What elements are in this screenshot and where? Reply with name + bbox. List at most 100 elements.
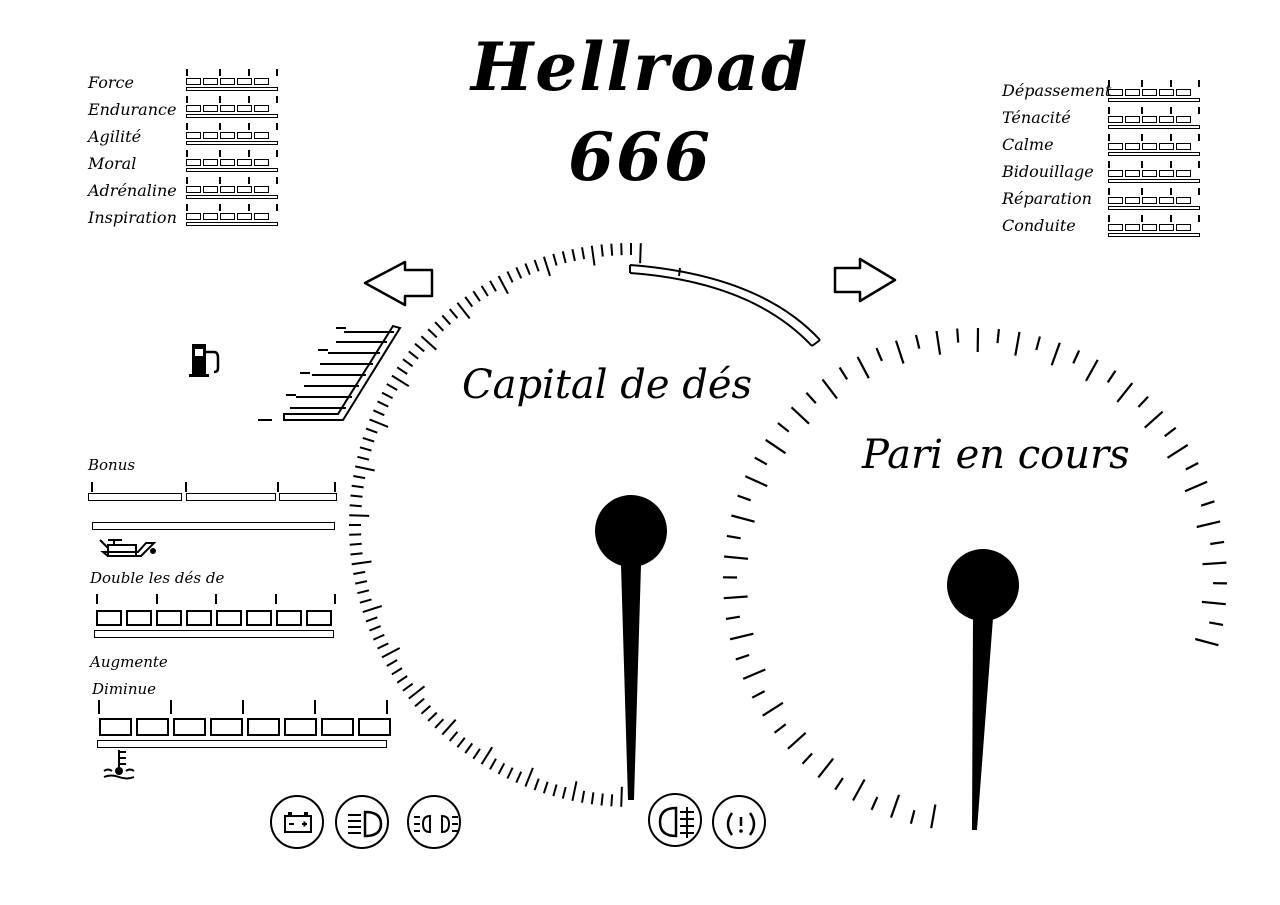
augmente-diminue-slot[interactable]	[210, 718, 243, 736]
stat-cell[interactable]	[220, 186, 235, 193]
stat-tick	[1170, 80, 1172, 87]
bonus-slot-2[interactable]	[186, 493, 276, 501]
stat-cell[interactable]	[1142, 143, 1157, 150]
stat-cell[interactable]	[1108, 170, 1123, 177]
stat-cell[interactable]	[1176, 143, 1191, 150]
stat-cell[interactable]	[1159, 116, 1174, 123]
stat-cell[interactable]	[254, 132, 269, 139]
stat-cell[interactable]	[237, 186, 252, 193]
left-stat-track-1[interactable]	[186, 96, 278, 118]
right-stat-track-1[interactable]	[1108, 107, 1200, 129]
stat-cell[interactable]	[1176, 170, 1191, 177]
stat-cell[interactable]	[220, 132, 235, 139]
stat-cell[interactable]	[220, 213, 235, 220]
stat-cell[interactable]	[1125, 116, 1140, 123]
stat-cell[interactable]	[254, 186, 269, 193]
augmente-diminue-slot[interactable]	[173, 718, 206, 736]
battery-indicator[interactable]	[270, 795, 324, 849]
double-dice-slot[interactable]	[156, 610, 182, 626]
left-stat-track-5[interactable]	[186, 204, 278, 226]
gauge-tick	[889, 794, 901, 818]
double-dice-slot[interactable]	[186, 610, 212, 626]
rear-fog-indicator[interactable]	[648, 793, 702, 847]
stat-cell[interactable]	[1142, 197, 1157, 204]
augmente-diminue-slot[interactable]	[99, 718, 132, 736]
double-dice-slot[interactable]	[96, 610, 122, 626]
stat-cell[interactable]	[203, 105, 218, 112]
stat-cell[interactable]	[237, 213, 252, 220]
stat-cell[interactable]	[1142, 89, 1157, 96]
stat-cell[interactable]	[254, 78, 269, 85]
augmente-diminue-slot[interactable]	[136, 718, 169, 736]
stat-cell[interactable]	[1176, 89, 1191, 96]
right-stat-track-0[interactable]	[1108, 80, 1200, 102]
augmente-diminue-slot[interactable]	[247, 718, 280, 736]
stat-cell[interactable]	[237, 159, 252, 166]
stat-cell[interactable]	[1125, 143, 1140, 150]
stat-cell[interactable]	[1159, 143, 1174, 150]
stat-cell[interactable]	[203, 78, 218, 85]
gauge-tick	[639, 243, 642, 264]
gauge-tick	[456, 737, 466, 748]
stat-cell[interactable]	[186, 78, 201, 85]
stat-cell[interactable]	[186, 105, 201, 112]
brake-indicator[interactable]	[712, 795, 766, 849]
stat-cell[interactable]	[1125, 197, 1140, 204]
stat-cell[interactable]	[1159, 197, 1174, 204]
stat-cell[interactable]	[1108, 143, 1123, 150]
stat-cell[interactable]	[1142, 170, 1157, 177]
stat-cell[interactable]	[1108, 116, 1123, 123]
augmente-diminue-slot[interactable]	[284, 718, 317, 736]
stat-cell[interactable]	[1108, 89, 1123, 96]
right-stat-track-4[interactable]	[1108, 188, 1200, 210]
stat-cell[interactable]	[1108, 224, 1123, 231]
stat-cell[interactable]	[1176, 224, 1191, 231]
stat-cell[interactable]	[186, 159, 201, 166]
stat-cell[interactable]	[220, 159, 235, 166]
left-stat-track-4[interactable]	[186, 177, 278, 199]
sidelights-indicator[interactable]	[407, 795, 461, 849]
stat-cell[interactable]	[1125, 170, 1140, 177]
stat-cell[interactable]	[203, 132, 218, 139]
bonus-slot-1[interactable]	[88, 493, 182, 501]
bonus-slot-3[interactable]	[279, 493, 337, 501]
double-dice-slot[interactable]	[276, 610, 302, 626]
stat-cell[interactable]	[186, 132, 201, 139]
left-stat-track-3[interactable]	[186, 150, 278, 172]
stat-cell[interactable]	[237, 105, 252, 112]
stat-cell[interactable]	[220, 105, 235, 112]
right-stat-track-5[interactable]	[1108, 215, 1200, 237]
stat-cell[interactable]	[203, 213, 218, 220]
right-stat-track-3[interactable]	[1108, 161, 1200, 183]
stat-cell[interactable]	[203, 159, 218, 166]
stat-cell[interactable]	[1108, 197, 1123, 204]
stat-cell[interactable]	[1159, 89, 1174, 96]
right-stat-track-2[interactable]	[1108, 134, 1200, 156]
stat-cell[interactable]	[237, 78, 252, 85]
stat-cell[interactable]	[186, 213, 201, 220]
stat-cell[interactable]	[1159, 170, 1174, 177]
stat-cell[interactable]	[254, 213, 269, 220]
stat-cell[interactable]	[254, 159, 269, 166]
stat-cell[interactable]	[1176, 116, 1191, 123]
double-dice-slot[interactable]	[126, 610, 152, 626]
stat-cell[interactable]	[203, 186, 218, 193]
stat-cell[interactable]	[186, 186, 201, 193]
stat-cell[interactable]	[1142, 116, 1157, 123]
stat-cell[interactable]	[254, 105, 269, 112]
headlight-indicator[interactable]	[335, 795, 389, 849]
double-dice-slot[interactable]	[306, 610, 332, 626]
augmente-diminue-slot[interactable]	[321, 718, 354, 736]
stat-cell[interactable]	[1159, 224, 1174, 231]
double-dice-slot[interactable]	[246, 610, 272, 626]
stat-cell[interactable]	[237, 132, 252, 139]
left-stat-track-2[interactable]	[186, 123, 278, 145]
stat-cell[interactable]	[220, 78, 235, 85]
stat-cell[interactable]	[1125, 89, 1140, 96]
double-dice-slot[interactable]	[216, 610, 242, 626]
stat-cell[interactable]	[1125, 224, 1140, 231]
left-stat-track-0[interactable]	[186, 69, 278, 91]
stat-cell[interactable]	[1176, 197, 1191, 204]
augmente-diminue-slot[interactable]	[358, 718, 391, 736]
stat-cell[interactable]	[1142, 224, 1157, 231]
